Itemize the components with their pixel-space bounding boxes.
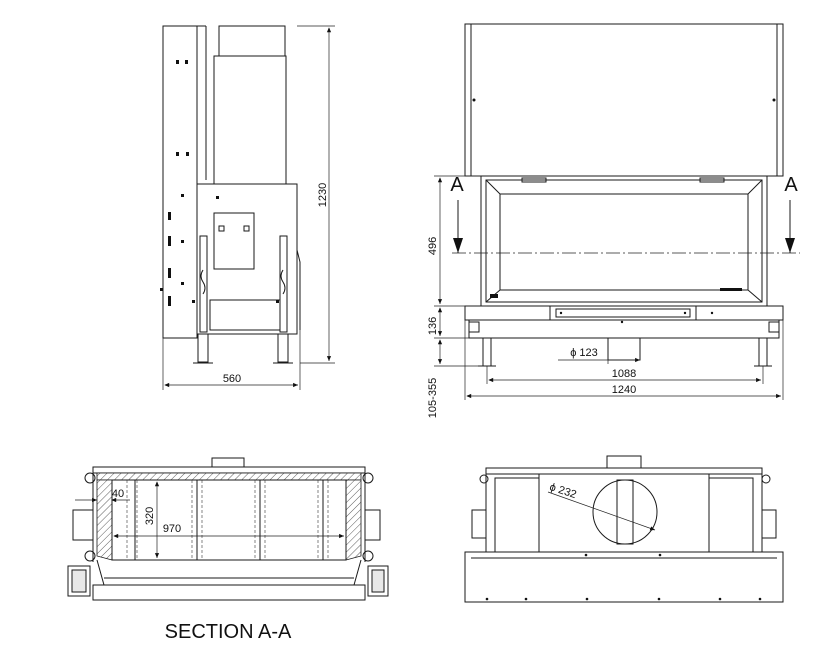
outer-width-label: 1240: [612, 384, 636, 396]
top-view: ϕ 232: [464, 455, 784, 603]
inner-width-label: 1088: [612, 368, 636, 380]
side-view: 1230 560: [160, 25, 335, 390]
section-depth-label: 320: [144, 507, 156, 525]
side-offset-label: 40: [112, 488, 124, 500]
flue-diameter-label: ϕ 123: [570, 347, 598, 359]
leg-height-label: 105-355: [427, 378, 439, 418]
front-view: A A 496 136 105-355 ϕ 123 1088 1240: [427, 23, 800, 418]
section-width-label: 970: [163, 523, 181, 535]
base-height-label: 136: [427, 317, 439, 335]
section-view: 40 320 970 SECTION A-A: [67, 457, 389, 643]
section-caption: SECTION A-A: [165, 621, 292, 643]
top-flue-diameter-label: ϕ 232: [548, 481, 578, 501]
glass-height-label: 496: [427, 237, 439, 255]
section-mark-left: A: [450, 174, 464, 196]
side-width-label: 560: [223, 373, 241, 385]
section-mark-right: A: [784, 174, 798, 196]
side-height-label: 1230: [317, 183, 329, 207]
